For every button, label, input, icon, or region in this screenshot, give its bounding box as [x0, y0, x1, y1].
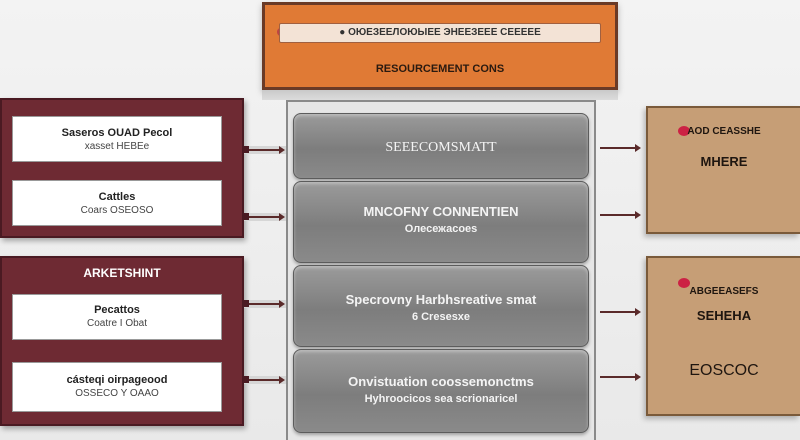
- left-panel-2: ARKETSHINT Pecattos Coatre I Obat cásteq…: [0, 256, 244, 426]
- left-panel-1-card-1: Saseros OUAD Pecol xasset HEBEe: [12, 116, 222, 162]
- center-layer-1: SEEECOMSMATT: [293, 113, 589, 179]
- card-subtitle: Coatre I Obat: [86, 318, 148, 329]
- card-subtitle: Coars OSEOSO: [80, 205, 154, 216]
- connector-arrow: [600, 211, 641, 219]
- header-base: [262, 90, 618, 100]
- left-panel-2-title: ARKETSHINT: [83, 266, 161, 280]
- right-panel-1: AOD CEASSHE MHERE: [646, 106, 800, 234]
- connector-arrow: [242, 146, 285, 154]
- right-panel-2: ABGEEASEFS SEHEHA EOSCOC: [646, 256, 800, 416]
- card-subtitle: xasset HEBEe: [84, 141, 150, 152]
- center-layer-2: MNCOFNY CONNENTIEN Oлесежасоes: [293, 181, 589, 263]
- left-panel-2-card-2: cásteqi oirpageood OSSECO Y OAAO: [12, 362, 222, 412]
- connector-arrow: [242, 300, 285, 308]
- left-panel-1-card-2: Cattles Coars OSEOSO: [12, 180, 222, 226]
- center-layer-1-title: SEEECOMSMATT: [385, 140, 497, 155]
- center-layer-3-title: Specrovny Harbhsreative smat: [345, 292, 537, 307]
- left-panel-1: Saseros OUAD Pecol xasset HEBEe Cattles …: [0, 98, 244, 238]
- right-panel-2-line-3: EOSCOC: [689, 362, 759, 379]
- card-title: Pecattos: [94, 304, 140, 316]
- connector-arrow: [600, 308, 641, 316]
- center-layer-4-sub: Hyhroocicos sea scrionaricel: [364, 393, 518, 405]
- connector-arrow: [242, 376, 285, 384]
- center-layer-2-title: MNCOFNY CONNENTIEN: [363, 204, 519, 219]
- connector-arrow: [242, 213, 285, 221]
- right-panel-1-line-1: AOD CEASSHE: [687, 126, 761, 137]
- center-layer-3: Specrovny Harbhsreative smat 6 Cresesxe: [293, 265, 589, 347]
- center-layer-4-title: Onvistuation coossemonctms: [348, 374, 534, 389]
- right-panel-2-marker-icon: [678, 278, 690, 288]
- left-panel-2-card-1: Pecattos Coatre I Obat: [12, 294, 222, 340]
- card-title: cásteqi oirpageood: [66, 374, 168, 386]
- header-box: ● ОЮЕЗЕЕЛОЮЫЕЕ ЭНЕЕЗЕЕЕ СЕЕЕЕЕ RESOURCEM…: [262, 2, 618, 90]
- right-panel-1-marker-icon: [678, 126, 690, 136]
- connector-arrow: [600, 144, 641, 152]
- right-panel-2-line-1: ABGEEASEFS: [689, 286, 759, 297]
- card-title: Saseros OUAD Pecol: [61, 127, 173, 139]
- center-layer-3-sub: 6 Cresesxe: [411, 311, 471, 323]
- header-subtitle: RESOURCEMENT CONS: [375, 63, 505, 75]
- center-layer-4: Onvistuation coossemonctms Hyhroocicos s…: [293, 349, 589, 433]
- card-title: Cattles: [98, 191, 136, 203]
- right-panel-1-line-2: MHERE: [700, 154, 748, 169]
- header-title: ● ОЮЕЗЕЕЛОЮЫЕЕ ЭНЕЕЗЕЕЕ СЕЕЕЕЕ: [279, 23, 601, 43]
- connector-arrow: [600, 373, 641, 381]
- card-subtitle: OSSECO Y OAAO: [75, 388, 159, 399]
- right-panel-2-line-2: SEHEHA: [696, 308, 752, 323]
- center-layer-2-sub: Oлесежасоes: [404, 223, 478, 235]
